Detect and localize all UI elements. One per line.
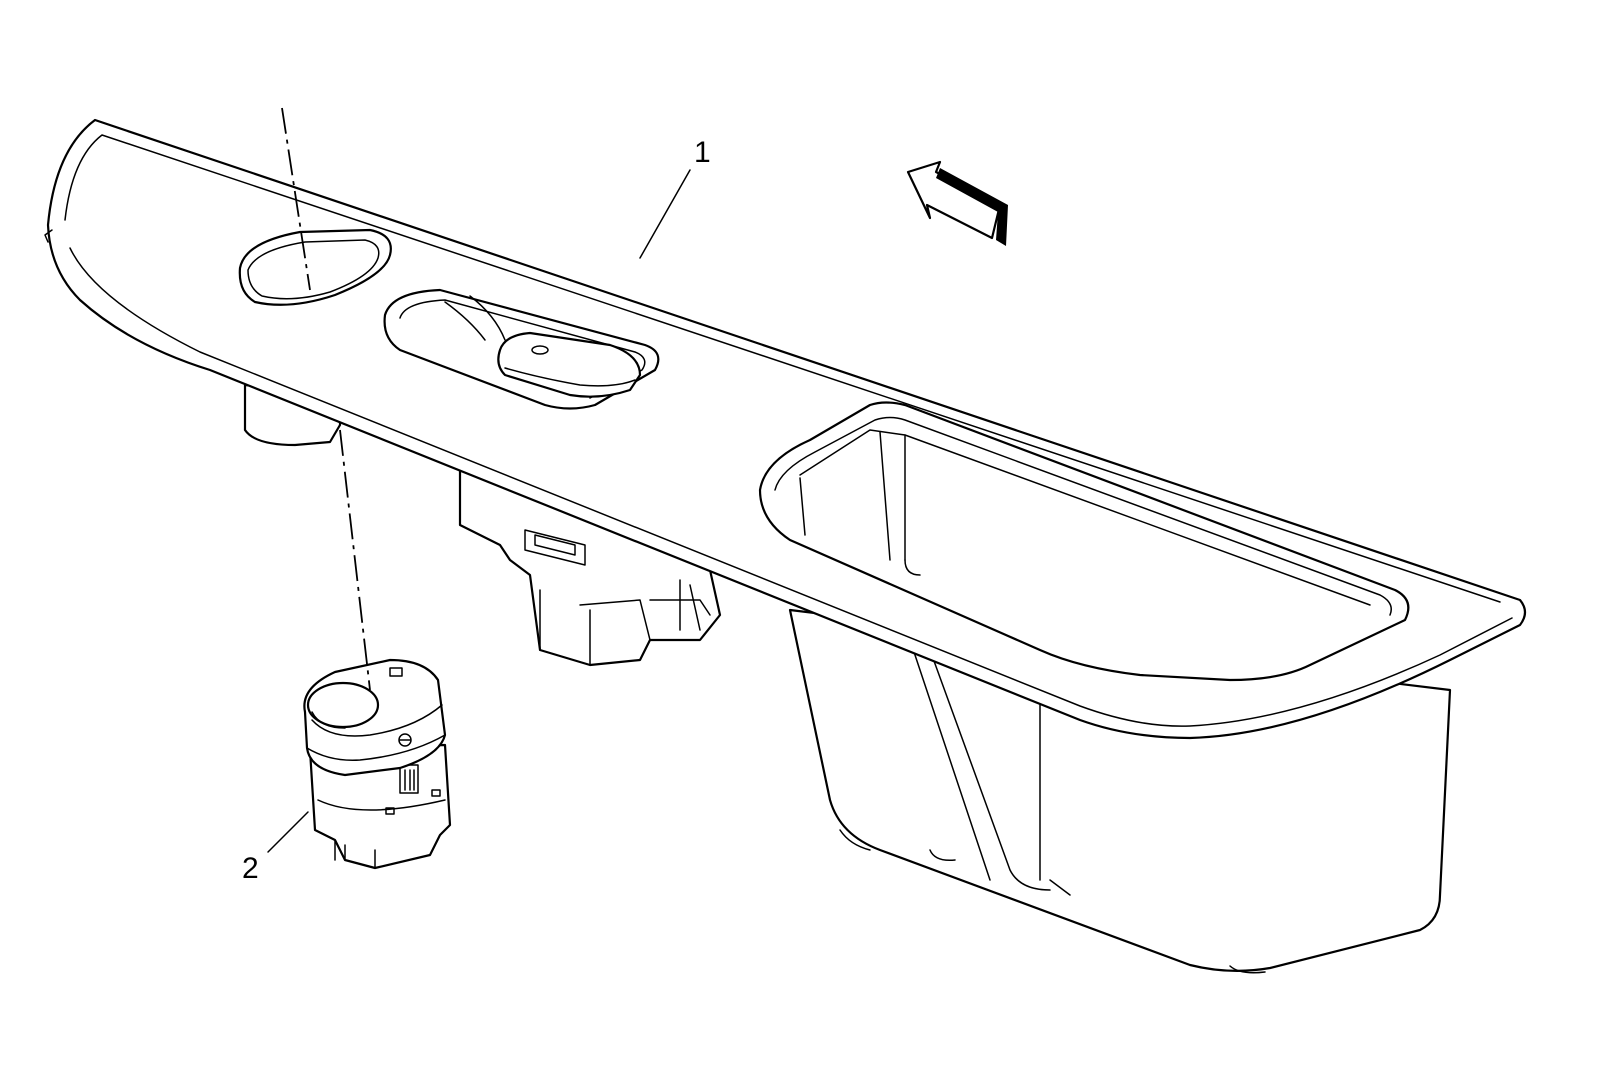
- window-switch: [303, 658, 452, 870]
- callout-label-2: 2: [242, 852, 259, 885]
- callout-2: 2: [242, 811, 309, 885]
- callout-label-1: 1: [694, 136, 711, 169]
- alignment-line-lower: [339, 429, 371, 691]
- front-arrow-icon: [906, 160, 1008, 246]
- alignment-line-upper: [281, 107, 311, 291]
- window-switch-bezel: [44, 118, 1527, 974]
- callout-1: 1: [639, 136, 711, 259]
